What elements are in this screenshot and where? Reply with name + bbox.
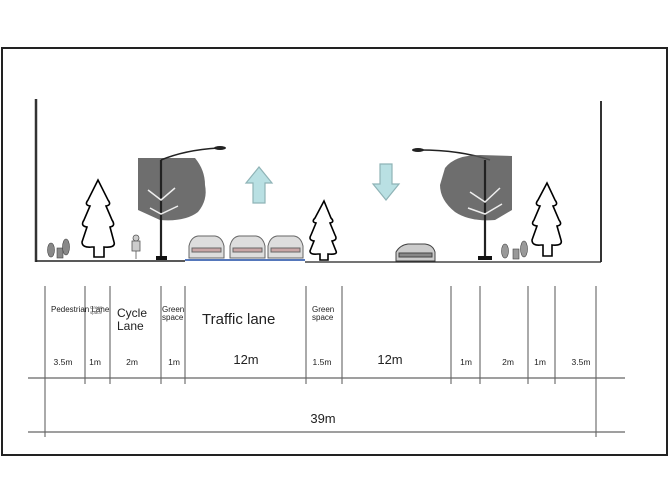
diagram-frame [1,47,668,456]
car-icon-right [395,243,436,262]
pedestrians-icon-right [501,240,528,260]
width-left-green-2: 1m [168,357,180,367]
street-light-icon-left [160,147,219,161]
label-pedestrian-lane: Pedestrian Lane [51,305,110,314]
width-left-green-1: 1m [89,357,101,367]
pedestrians-icon-left [47,238,70,259]
width-traffic-left: 12m [233,352,259,367]
street-light-head-left [214,146,226,150]
total-width-label: 39m [310,411,336,426]
conifer-tree-icon-right [531,181,563,257]
arrow-down-icon [371,163,401,201]
label-green-space-median: Green space [312,305,335,323]
label-green-space-left: Green space [162,305,185,323]
deciduous-tree-icon-left [138,158,206,260]
label-traffic-lane: Traffic lane [202,311,276,328]
label-cycle-lane: Cycle Lane [117,306,148,333]
car-icon [267,235,304,259]
width-right-cycle: 2m [502,357,514,367]
car-icon [188,235,225,259]
label-green-space-small: Green space [90,305,103,315]
width-left-pedestrian: 3.5m [53,357,73,367]
arrow-up-icon [244,166,274,204]
width-traffic-right: 12m [377,352,403,367]
street-light-head-right [412,148,424,152]
width-right-green-2: 1m [460,357,472,367]
deciduous-tree-icon-right [440,155,512,260]
width-right-green-1: 1m [534,357,546,367]
width-left-cycle: 2m [126,357,138,367]
conifer-tree-icon-left [81,178,116,258]
width-median: 1.5m [312,357,332,367]
conifer-tree-icon-median [309,199,338,261]
car-icon [229,235,266,259]
width-right-pedestrian: 3.5m [571,357,591,367]
cyclist-icon [131,234,141,259]
